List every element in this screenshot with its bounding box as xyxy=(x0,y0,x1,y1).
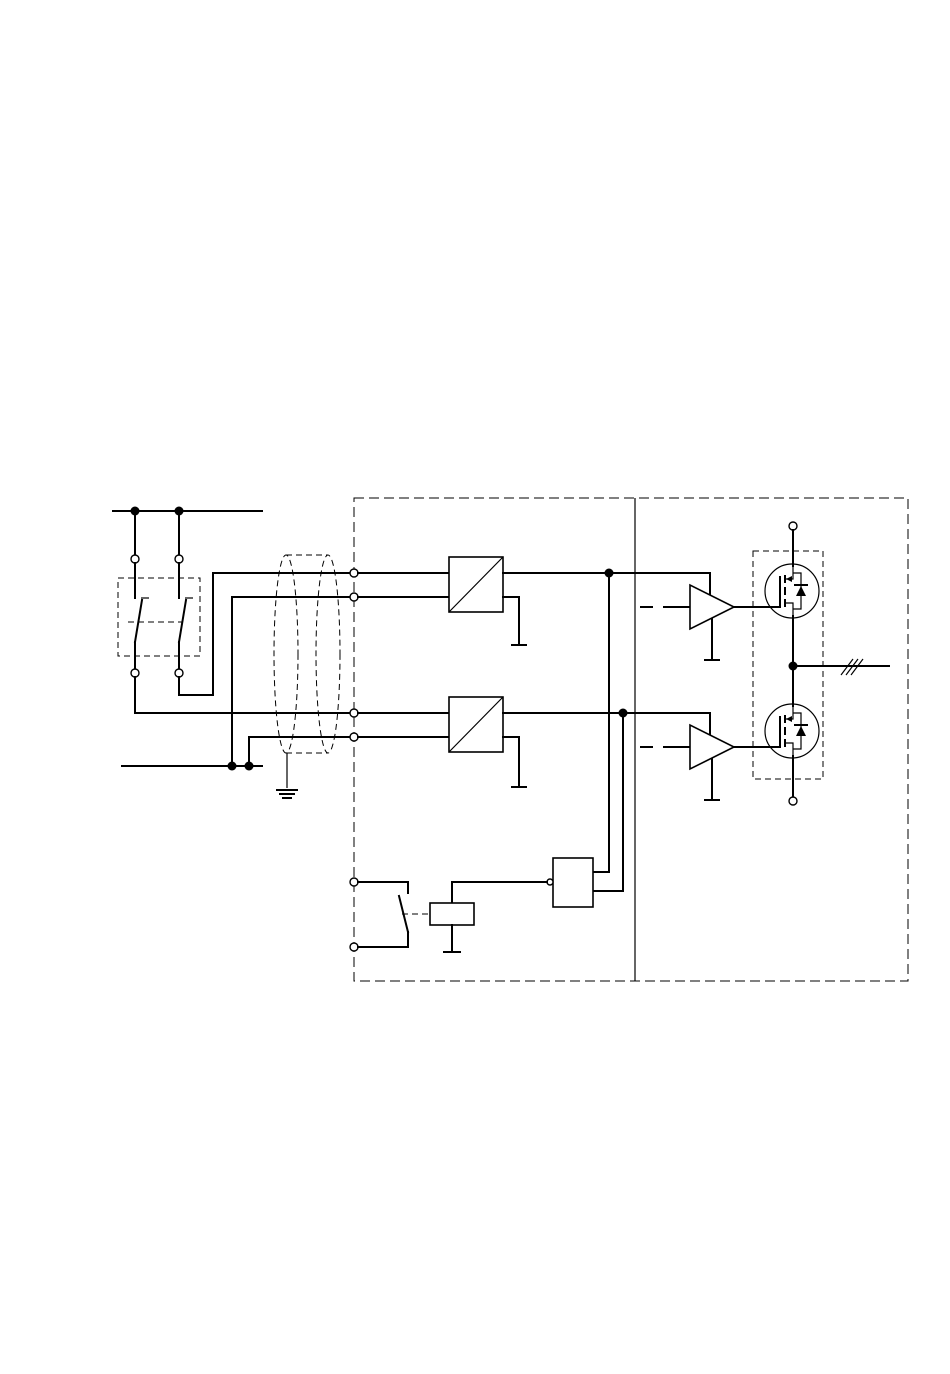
relay-contact xyxy=(358,932,408,947)
switch-housing xyxy=(118,578,200,656)
terminal xyxy=(175,669,183,677)
relay-coil xyxy=(430,903,474,925)
terminal-dc-plus xyxy=(789,522,797,530)
logic-block-box xyxy=(553,858,593,907)
input-terminals xyxy=(350,569,358,741)
signal-converter-upper xyxy=(358,557,710,645)
two-pole-switch xyxy=(118,563,200,669)
terminal xyxy=(350,733,358,741)
power-module xyxy=(753,522,889,805)
wire xyxy=(179,573,350,695)
terminal xyxy=(175,555,183,563)
logic-block xyxy=(547,858,593,907)
terminal xyxy=(350,593,358,601)
wire xyxy=(503,597,519,644)
cable-shield xyxy=(316,555,340,753)
gate-driver-lower xyxy=(641,713,772,800)
wire xyxy=(452,882,547,903)
relay-contact xyxy=(358,882,408,893)
terminal xyxy=(350,878,358,886)
gate-driver-upper xyxy=(641,573,772,660)
terminal-dc-minus xyxy=(789,797,797,805)
terminal xyxy=(350,709,358,717)
transistor-arrow xyxy=(786,716,792,722)
terminal xyxy=(350,569,358,577)
signal-converter-lower xyxy=(358,697,710,787)
supply-section xyxy=(113,507,350,771)
igbt-lower xyxy=(765,704,819,758)
transistor-circle xyxy=(765,704,819,758)
ground-symbol xyxy=(277,790,297,798)
cable-shield xyxy=(274,555,298,753)
switch-blade xyxy=(179,600,186,642)
wire xyxy=(503,737,519,786)
shielded-cable xyxy=(274,555,340,798)
terminal xyxy=(350,943,358,951)
transistor-circle xyxy=(765,564,819,618)
wire xyxy=(593,573,609,872)
emitter-lead xyxy=(785,603,793,616)
terminal xyxy=(131,555,139,563)
transistor-arrow xyxy=(786,576,792,582)
igbt-upper xyxy=(765,564,819,618)
freewheel-diode xyxy=(796,586,806,596)
wire xyxy=(249,737,350,766)
switch-blade xyxy=(135,600,142,642)
freewheel-diode xyxy=(796,726,806,736)
terminal xyxy=(131,669,139,677)
relay xyxy=(350,878,547,952)
wire xyxy=(135,677,350,713)
emitter-lead xyxy=(785,743,793,756)
